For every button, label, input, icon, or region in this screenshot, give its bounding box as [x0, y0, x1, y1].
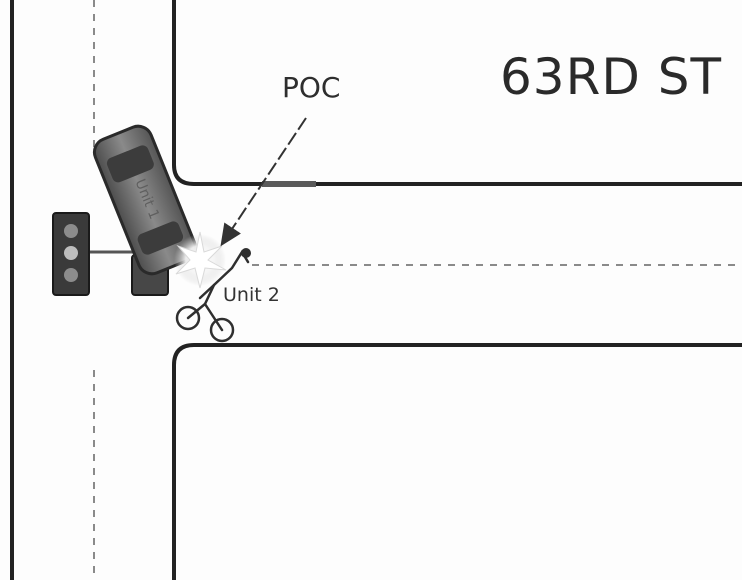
unit2-label: Unit 2	[223, 284, 280, 306]
street-name-label: 63RD ST	[500, 48, 723, 106]
bicycle-icon	[175, 248, 251, 343]
road-edges	[10, 0, 742, 580]
lane-markings	[93, 0, 742, 580]
poc-label: POC	[282, 71, 341, 104]
northeast-curb	[172, 0, 742, 186]
car-icon: Unit 1	[92, 124, 198, 276]
poc-arrow	[220, 117, 307, 247]
southeast-curb	[172, 343, 742, 580]
